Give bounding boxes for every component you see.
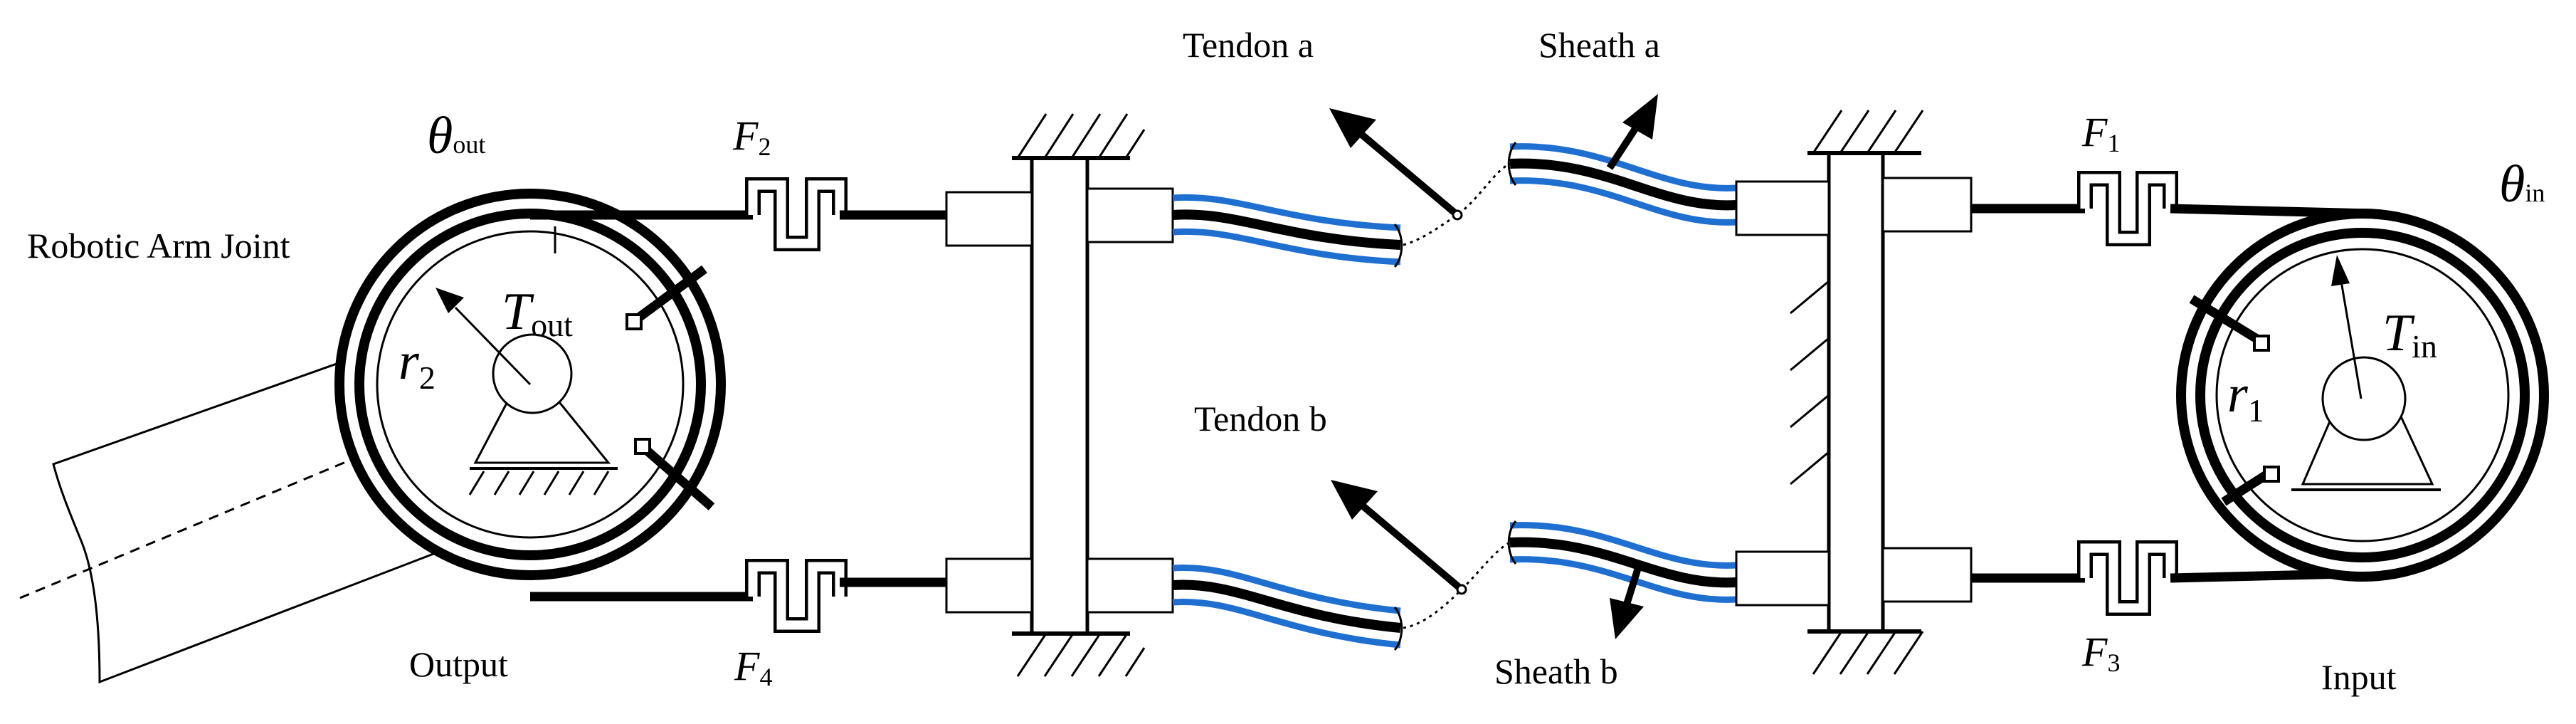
torque-in-symbol: Tin [2382,304,2437,364]
force-f4-symbol: F4 [734,643,772,691]
force-f2-symbol: F2 [732,112,771,161]
sheath-b-left [1172,565,1403,651]
tendon-a-label: Tendon a [1183,25,1314,65]
tendon-b-label: Tendon b [1194,399,1327,439]
theta-out-symbol: θout [427,107,485,165]
force-sensor-f1 [2077,171,2178,246]
sheath-b-right [1507,520,1737,603]
tendon-a-dotted [1403,162,1511,246]
tendon-b-dotted [1403,541,1511,629]
right-fixed-frame [1735,110,1973,675]
radius-r1-symbol: r1 [2227,365,2264,429]
force-sensor-f4 [745,559,848,633]
force-sensor-f2 [745,177,848,251]
force-f1-symbol: F1 [2081,109,2120,157]
radius-r2-symbol: r2 [398,332,436,396]
tendon-b-arrow [1331,480,1467,595]
input-label: Input [2321,657,2397,697]
sheath-a-left [1172,194,1403,268]
force-sensor-f3 [2077,540,2178,616]
sheath-a-right [1507,142,1737,226]
output-label: Output [409,644,508,684]
sheath-a-label: Sheath a [1538,25,1660,65]
tendon-a-arrow [1329,108,1463,221]
radius-r2-arrow [436,288,532,386]
robotic-arm-link [19,358,524,684]
input-pulley-support [2291,356,2441,491]
output-pulley-support [468,333,618,495]
torque-out-symbol: Tout [502,283,573,343]
radius-r1-arrow [2331,255,2363,399]
left-fixed-frame [945,113,1174,677]
sheath-a-arrow [1606,94,1658,170]
theta-in-symbol: θin [2499,155,2545,214]
sheath-b-arrow [1610,560,1644,639]
force-f3-symbol: F3 [2081,629,2120,677]
robotic-arm-joint-label: Robotic Arm Joint [27,226,290,266]
sheath-b-label: Sheath b [1494,651,1618,691]
